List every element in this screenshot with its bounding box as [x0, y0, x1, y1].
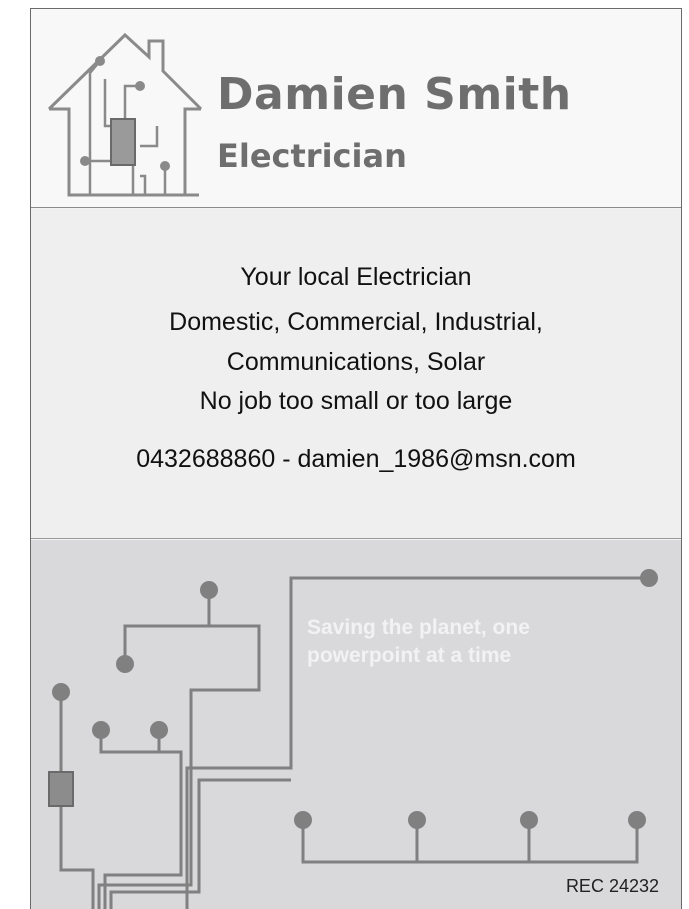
- slogan: Saving the planet, one powerpoint at a t…: [307, 614, 530, 670]
- business-trade: Electrician: [217, 137, 407, 175]
- business-card: Damien Smith Electrician Your local Elec…: [30, 8, 682, 909]
- circuit-panel: Saving the planet, one powerpoint at a t…: [31, 540, 681, 909]
- service-line: No job too small or too large: [199, 387, 513, 415]
- card-header: Damien Smith Electrician: [31, 9, 681, 208]
- house-circuit-icon: [47, 32, 203, 197]
- contact-line: 0432688860 - damien_1986@msn.com: [136, 445, 576, 473]
- slogan-line: Saving the planet, one: [307, 616, 530, 639]
- business-name: Damien Smith: [217, 69, 572, 120]
- service-line: Your local Electrician: [240, 263, 472, 291]
- slogan-line: powerpoint at a time: [307, 644, 512, 667]
- license-number: REC 24232: [565, 876, 659, 896]
- service-line: Communications, Solar: [226, 348, 486, 376]
- services-panel: Your local Electrician Domestic, Commerc…: [31, 209, 681, 539]
- service-line: Domestic, Commercial, Industrial,: [169, 308, 543, 336]
- circuit-trace-icon: [48, 569, 658, 909]
